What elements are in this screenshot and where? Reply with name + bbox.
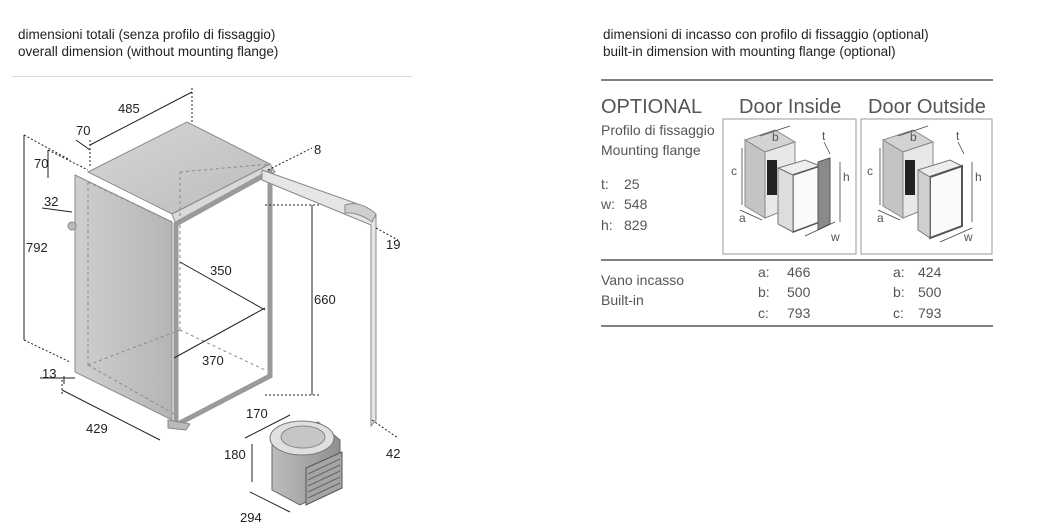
left-header-english: overall dimension (without mounting flan… [18,44,279,59]
spec-h-key: h: [601,217,613,233]
dim-compressor-width: 170 [246,406,268,421]
dim-flange-top: 70 [34,156,48,171]
fridge-foot [167,419,191,431]
outside-b-key: b: [893,284,905,300]
vano-label-italian: Vano incasso [601,272,684,288]
inside-b-key: b: [758,284,770,300]
spec-t-value: 25 [624,176,640,192]
label-w-inside: w [830,230,840,244]
flange-label-english: Mounting flange [601,142,701,158]
fridge-dimension-labels: 485 70 70 8 32 792 660 350 370 19 13 429… [26,101,400,461]
spec-w-key: w: [600,196,615,212]
left-header-divider [12,76,412,77]
door-outside-title: Door Outside [868,96,986,118]
flange-label-italian: Profilo di fissaggio [601,122,715,138]
spec-h-value: 829 [624,217,648,233]
label-t-outside: t [956,129,960,143]
right-header: dimensioni di incasso con profilo di fis… [603,26,929,60]
door-inside-diagram: c b t h w a [722,118,857,255]
dim-bottom-width: 429 [86,421,108,436]
compressor-top-inner [280,425,326,449]
dim-door-thickness: 8 [314,142,321,157]
label-c-outside: c [867,164,873,178]
label-c-inside: c [731,164,737,178]
outside-a-key: a: [893,264,905,280]
dim-compressor-height: 180 [224,447,246,462]
dim-inner-depth: 370 [202,353,224,368]
dim-width-top: 485 [118,101,140,116]
right-header-italian: dimensioni di incasso con profilo di fis… [603,27,929,42]
outside-b-value: 500 [918,284,942,300]
label-h-inside: h [843,170,850,184]
outside-c-value: 793 [918,305,942,321]
inside-a-key: a: [758,264,770,280]
inside-b-value: 500 [787,284,811,300]
compressor-unit: 170 180 294 [224,406,343,525]
dim-door-bottom: 42 [386,446,400,461]
inside-c-key: c: [758,305,769,321]
label-a-outside: a [877,211,884,225]
optional-title: OPTIONAL [601,96,702,118]
vano-label-english: Built-in [601,292,644,308]
optional-panel: OPTIONAL Door Inside Door Outside Profil… [600,79,993,327]
dim-compressor-depth: 294 [240,510,262,525]
left-header: dimensioni totali (senza profilo di fiss… [18,26,278,60]
label-b-inside: b [772,130,779,144]
fridge-side-knob [67,221,77,231]
outside-a-value: 424 [918,264,942,280]
fridge-front-top-band [171,163,276,225]
outside-c-key: c: [893,305,904,321]
inside-c-value: 793 [787,305,811,321]
spec-t-key: t: [601,176,609,192]
dim-base: 13 [42,366,56,381]
door-inside-title: Door Inside [739,96,841,118]
label-b-outside: b [910,130,917,144]
dim-side-offset: 32 [44,194,58,209]
dim-inner-height: 660 [314,292,336,307]
fridge-side-face [74,174,173,421]
label-t-inside: t [822,129,826,143]
right-header-english: built-in dimension with mounting flange … [603,44,896,59]
fridge-dimension-lines [23,88,399,441]
spec-w-value: 548 [624,196,648,212]
door-handle [344,203,377,223]
dim-door-offset: 19 [386,237,400,252]
label-w-outside: w [963,230,973,244]
fridge-illustration [67,121,377,431]
inside-a-value: 466 [787,264,811,280]
left-header-italian: dimensioni totali (senza profilo di fiss… [18,27,276,42]
door-outside-diagram: c b t h w a [860,118,993,255]
dim-inner-width: 350 [210,263,232,278]
dim-height: 792 [26,240,48,255]
dim-depth-top: 70 [76,123,90,138]
label-h-outside: h [975,170,982,184]
label-a-inside: a [739,211,746,225]
fridge-front-frame [173,167,273,430]
